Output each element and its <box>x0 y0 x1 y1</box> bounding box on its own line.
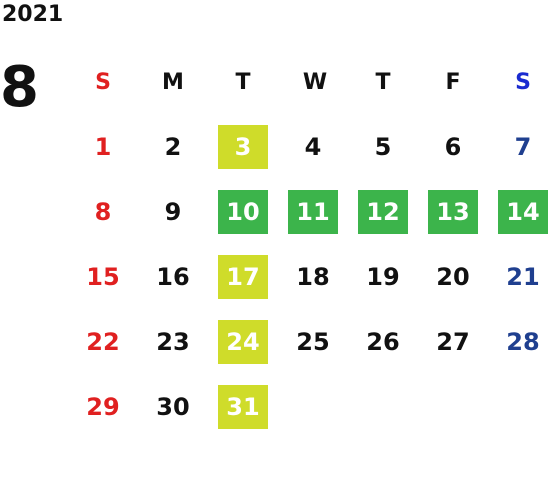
day-cell[interactable]: 16 <box>156 263 190 291</box>
day-cell[interactable]: 26 <box>366 328 400 356</box>
day-cell[interactable]: 15 <box>86 263 120 291</box>
day-cell[interactable]: 3 <box>218 125 268 169</box>
day-cell[interactable]: 17 <box>218 255 268 299</box>
day-cell[interactable]: 22 <box>86 328 120 356</box>
weekday-header-sat: S <box>515 69 531 95</box>
week-row-3: 15 16 17 18 19 20 21 <box>70 255 548 305</box>
weekday-header-thu: T <box>375 69 391 95</box>
day-cell[interactable]: 10 <box>218 190 268 234</box>
day-cell[interactable]: 30 <box>156 393 190 421</box>
day-cell[interactable]: 9 <box>164 198 182 226</box>
day-cell[interactable]: 5 <box>374 133 392 161</box>
day-cell[interactable]: 24 <box>218 320 268 364</box>
day-cell[interactable]: 27 <box>436 328 470 356</box>
day-cell[interactable]: 23 <box>156 328 190 356</box>
day-cell[interactable]: 14 <box>498 190 548 234</box>
day-cell[interactable]: 12 <box>358 190 408 234</box>
day-cell[interactable]: 7 <box>514 133 532 161</box>
day-cell[interactable]: 8 <box>94 198 112 226</box>
day-cell[interactable]: 13 <box>428 190 478 234</box>
weekday-header-row: S M T W T F S <box>70 60 548 110</box>
day-cell[interactable]: 2 <box>164 133 182 161</box>
weekday-header-fri: F <box>445 69 461 95</box>
weekday-header-wed: W <box>302 69 328 95</box>
day-cell[interactable]: 31 <box>218 385 268 429</box>
weekday-header-tue: T <box>235 69 251 95</box>
week-row-2: 8 9 10 11 12 13 14 <box>70 190 548 240</box>
day-cell[interactable]: 21 <box>506 263 540 291</box>
day-cell[interactable]: 6 <box>444 133 462 161</box>
day-cell[interactable]: 29 <box>86 393 120 421</box>
month-label: 8 <box>0 55 39 120</box>
day-cell[interactable]: 20 <box>436 263 470 291</box>
day-cell[interactable]: 28 <box>506 328 540 356</box>
year-label: 2021 <box>2 2 64 27</box>
weekday-header-mon: M <box>162 69 184 95</box>
day-cell[interactable]: 25 <box>296 328 330 356</box>
weekday-header-sun: S <box>95 69 111 95</box>
week-row-1: 1 2 3 4 5 6 7 <box>70 125 548 175</box>
day-cell[interactable]: 11 <box>288 190 338 234</box>
day-cell[interactable]: 19 <box>366 263 400 291</box>
week-row-4: 22 23 24 25 26 27 28 <box>70 320 548 370</box>
day-cell[interactable]: 18 <box>296 263 330 291</box>
week-row-5: 29 30 31 <box>70 385 548 435</box>
day-cell[interactable]: 4 <box>304 133 322 161</box>
day-cell[interactable]: 1 <box>94 133 112 161</box>
